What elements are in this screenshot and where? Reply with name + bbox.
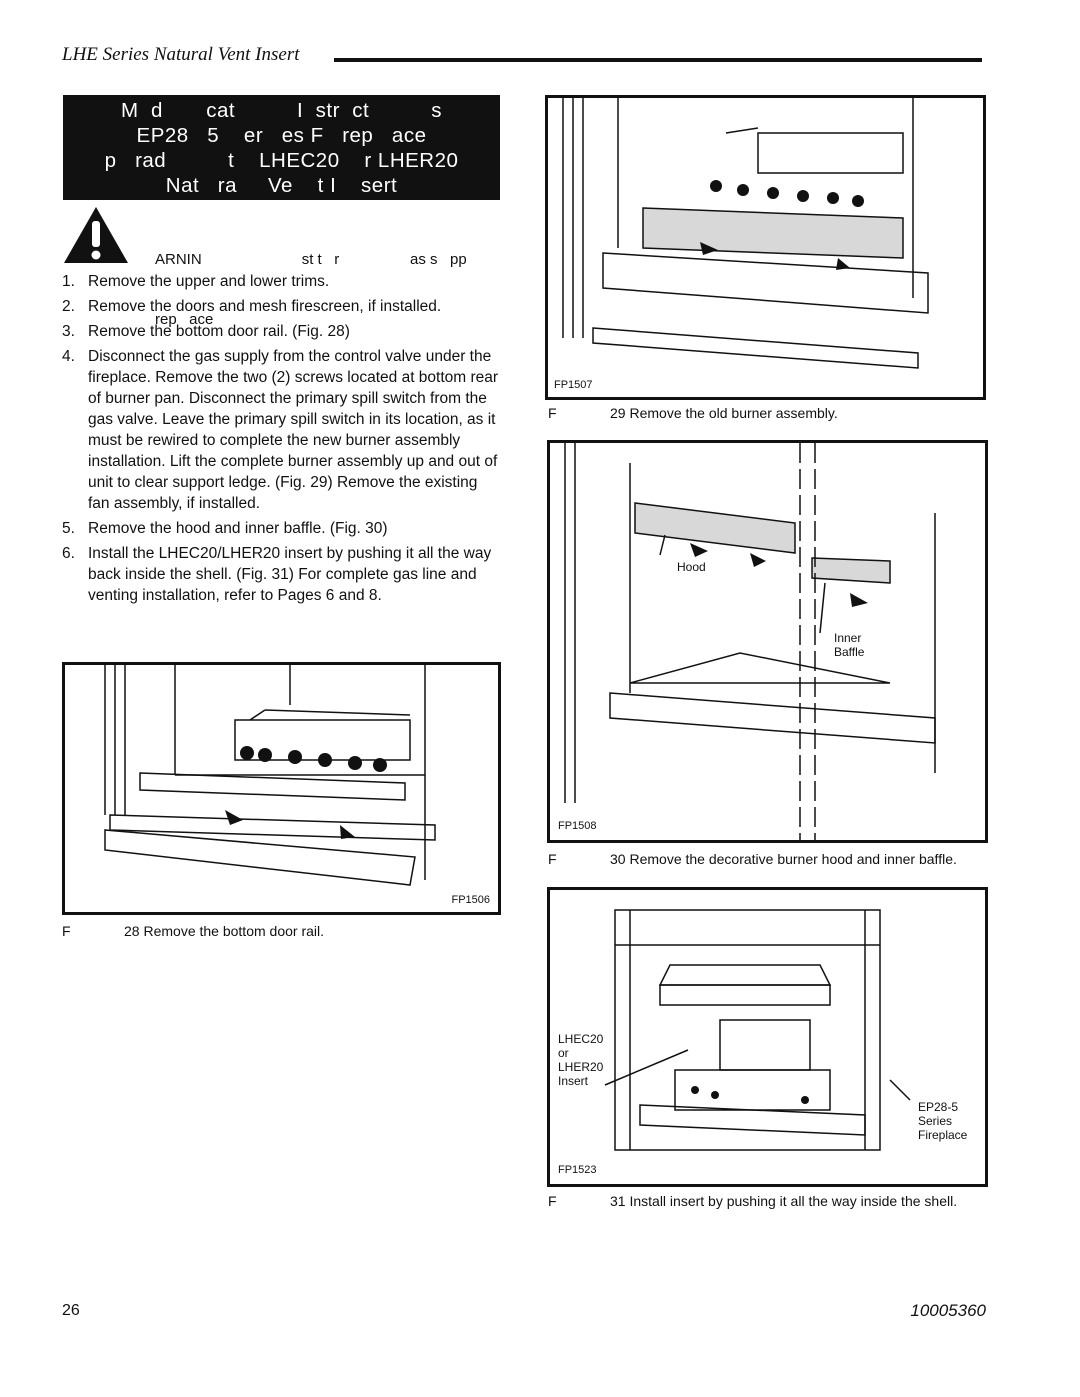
figure-29-frame: FP1507 [545, 95, 986, 400]
figure-code: FP1507 [554, 379, 593, 391]
document-number: 10005360 [910, 1301, 986, 1320]
step-item: 3.Remove the bottom door rail. (Fig. 28) [62, 323, 350, 340]
instruction-steps: 1.Remove the upper and lower trims. 2.Re… [62, 271, 502, 610]
fireplace-label: EP28-5 Series Fireplace [918, 1100, 968, 1142]
step-item: 2.Remove the doors and mesh firescreen, … [62, 298, 442, 315]
hood-label: Hood [677, 560, 706, 574]
warning-text: ARNIN st t r as s pp rep ace [155, 210, 467, 350]
step-item: 1.Remove the upper and lower trims. [62, 273, 330, 290]
running-header-title: LHE Series Natural Vent Insert [62, 44, 300, 65]
step-item: 6.Install the LHEC20/LHER20 insert by pu… [62, 545, 492, 604]
figure-30-illustration [564, 443, 936, 840]
figure-28-frame: FP1506 [62, 662, 501, 915]
figure-28-illustration [104, 665, 436, 886]
step-item: 4.Disconnect the gas supply from the con… [62, 348, 499, 512]
figure-31-frame: LHEC20 or LHER20 Insert EP28-5 Series Fi… [547, 887, 988, 1187]
warning-line-1: ARNIN st t r as s pp [155, 251, 467, 268]
header-rule [334, 58, 982, 62]
inner-baffle-label: Inner Baffle [834, 631, 865, 659]
title-line-3: p rad t LHEC20 r LHER20 [104, 148, 459, 172]
insert-label: LHEC20 or LHER20 Insert [558, 1032, 604, 1088]
title-line-4: Nat ra Ve t I sert [165, 173, 398, 197]
figure-29-illustration [562, 98, 929, 369]
figure-code: FP1523 [558, 1164, 597, 1176]
figure-30-frame: Hood Inner Baffle FP1508 [547, 440, 988, 843]
figure-code: FP1506 [451, 894, 490, 906]
page-number: 26 [62, 1302, 80, 1319]
warning-line-2: rep ace [155, 311, 214, 328]
figure-code: FP1508 [558, 820, 597, 832]
figure-31-illustration [604, 909, 911, 1151]
section-title-box: M d cat I str ct s EP28 5 er es F rep ac… [63, 95, 500, 200]
warning-triangle-icon [62, 205, 130, 265]
title-line-1: M d cat I str ct s [121, 98, 442, 122]
step-item: 5.Remove the hood and inner baffle. (Fig… [62, 520, 388, 537]
title-line-2: EP28 5 er es F rep ace [136, 123, 427, 147]
